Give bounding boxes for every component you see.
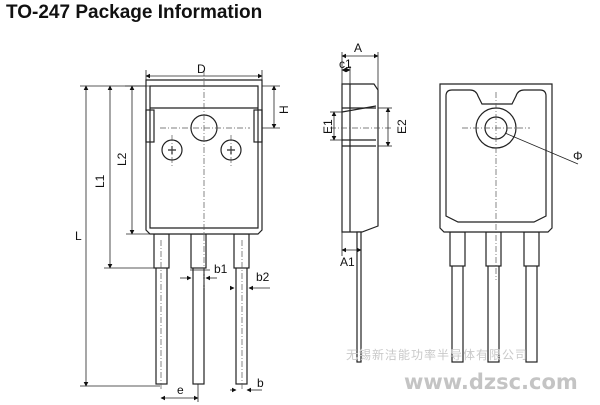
label-A1: A1 — [340, 255, 355, 269]
watermark-company: 无锡新洁能功率半导体有限公司 — [346, 348, 529, 362]
back-tab — [445, 89, 547, 223]
front-leads — [153, 233, 250, 385]
label-e: e — [177, 383, 184, 397]
label-c1: c1 — [339, 57, 352, 71]
watermark-site: www.dzsc.com — [404, 370, 578, 394]
page-title: TO-247 Package Information — [6, 2, 263, 23]
label-L2: L2 — [115, 152, 129, 166]
side-view — [341, 83, 379, 363]
label-b2: b2 — [256, 270, 270, 284]
label-E2: E2 — [395, 119, 409, 134]
label-L: L — [75, 229, 82, 243]
label-L1: L1 — [93, 174, 107, 188]
label-E1: E1 — [321, 119, 335, 134]
label-A: A — [354, 41, 362, 55]
label-b: b — [257, 376, 264, 390]
label-phi: Φ — [573, 149, 583, 163]
label-H: H — [277, 105, 291, 114]
side-lead — [356, 231, 362, 363]
label-b1: b1 — [214, 262, 228, 276]
front-view — [145, 79, 263, 385]
label-D: D — [197, 62, 206, 76]
